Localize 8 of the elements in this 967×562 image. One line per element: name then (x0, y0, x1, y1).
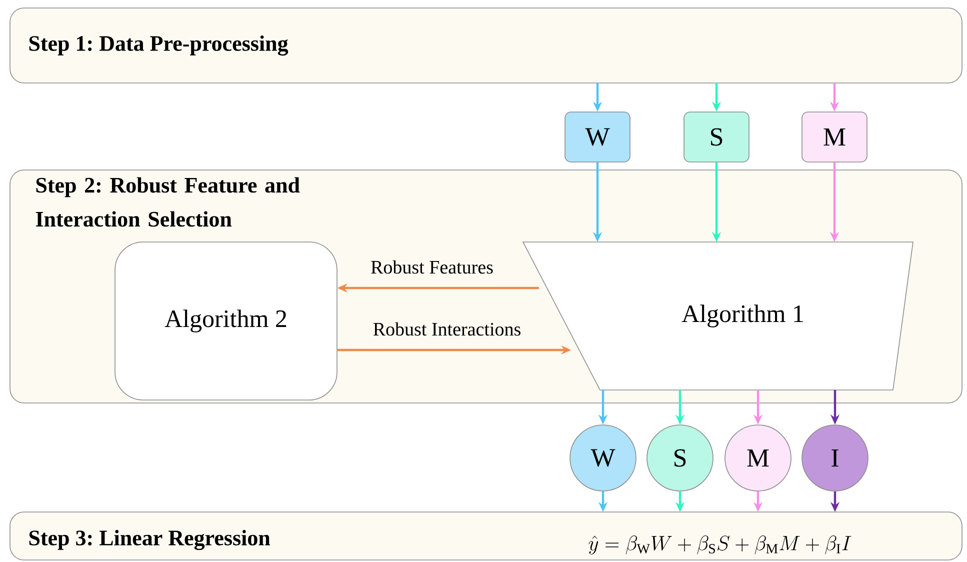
feature-box: M (802, 112, 868, 162)
algorithm-box: Algorithm 2 (114, 242, 338, 400)
feature-box: W (564, 112, 630, 162)
step-band: Step 3: Linear Regression $\hat{y} = \beta_{\mathrm{W}}W + \beta_{\mathrm{S}}S + \beta_{\mathrm{M}}M + \beta_{\mathrm{I}}I$ (10, 512, 962, 560)
edge-label: Robust Features (370, 259, 494, 275)
step-band: Step 1: Data Pre-processing (10, 8, 962, 84)
edge-label: Robust Interactions (372, 321, 522, 337)
feature-box: S (684, 112, 750, 162)
